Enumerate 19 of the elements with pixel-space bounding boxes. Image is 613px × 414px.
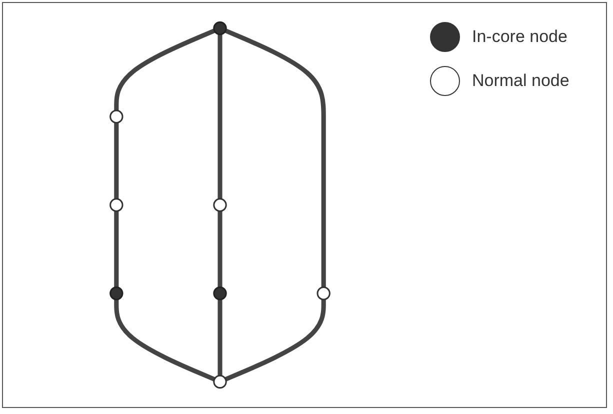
- node-circle: [213, 198, 227, 212]
- connector: [224, 28, 326, 288]
- connector: [218, 299, 222, 376]
- node-circle: [213, 286, 227, 300]
- node-circle: [110, 110, 124, 124]
- node-circle: [316, 286, 330, 300]
- connector: [114, 122, 119, 199]
- legend-label: In-core node: [472, 27, 568, 47]
- connector: [114, 299, 216, 382]
- connector: [218, 211, 222, 288]
- node-circle: [110, 286, 124, 300]
- legend-label: Normal node: [472, 71, 570, 91]
- connector: [114, 28, 216, 111]
- node-circle: [213, 374, 227, 389]
- node-circle: [110, 198, 124, 212]
- node-circle: [213, 21, 227, 36]
- connector: [224, 299, 326, 382]
- connector: [218, 34, 222, 199]
- connector: [114, 211, 119, 288]
